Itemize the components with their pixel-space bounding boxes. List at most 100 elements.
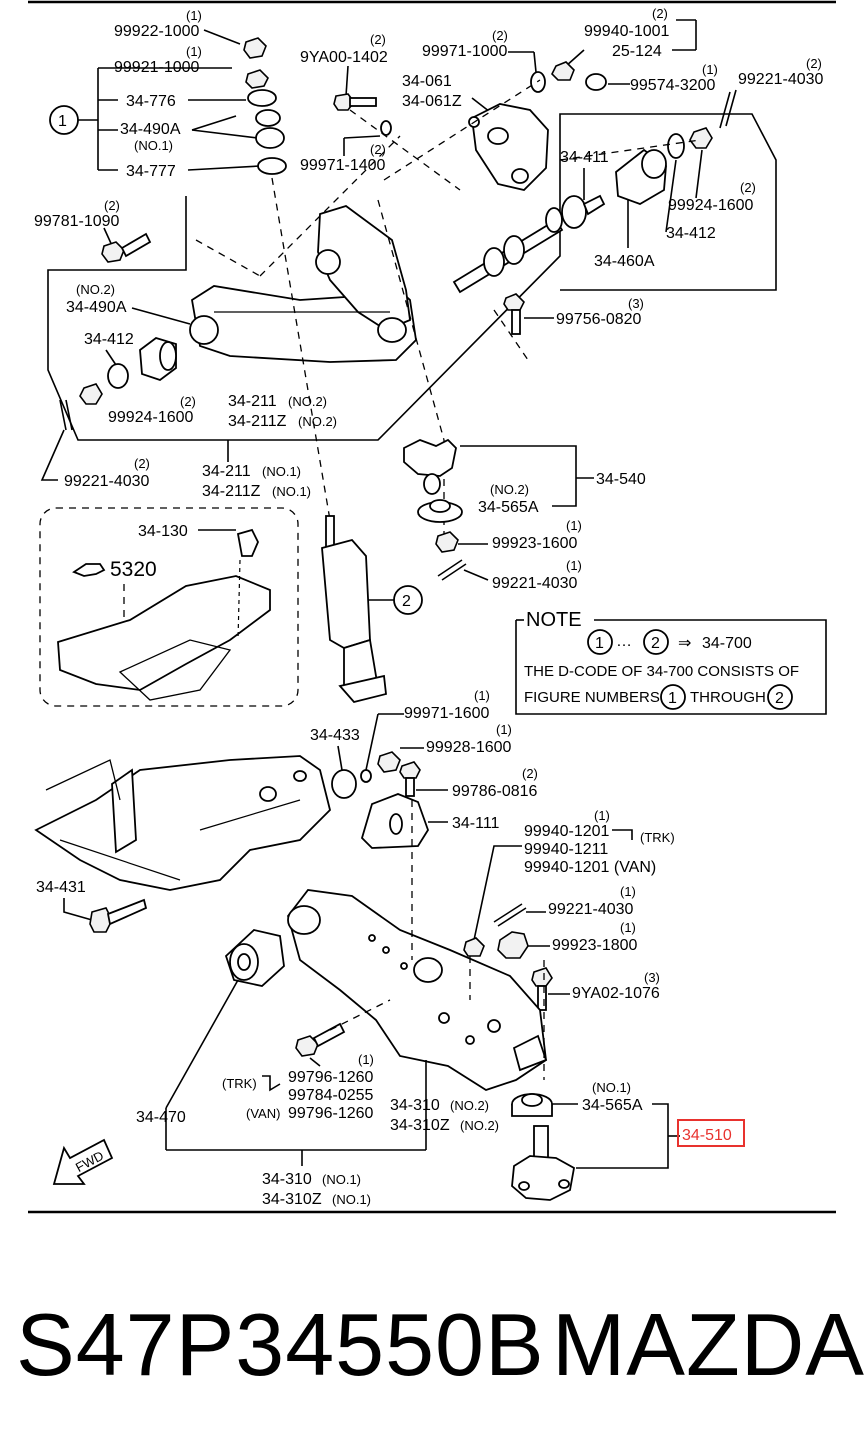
shaft-34-411 [452,194,606,294]
washer-34-433 [331,769,357,799]
part-label-99923-1600: 99923-1600 [492,535,578,552]
qty: (3) [644,970,660,985]
part-label-34-310-no2: 34-310 [390,1097,440,1114]
bolt-34-431 [89,898,148,933]
bushing-34-490A-no2 [139,337,177,382]
shock-absorber-2 [321,515,387,704]
note-trk: (TRK) [222,1076,257,1091]
note-no2: (NO.2) [76,282,115,297]
bushing-34-470 [224,929,285,987]
highlight-box-34-510 [677,1119,745,1147]
part-label-34-565A-lower: 34-565A [582,1097,643,1114]
part-label-99781-1090: 99781-1090 [34,213,120,230]
part-label-34-411: 34-411 [560,149,609,166]
seat-34-565A-lower [511,1093,553,1117]
note-no2: (NO.2) [490,482,529,497]
part-label-99923-1800: 99923-1800 [552,937,638,954]
qty: (2) [806,56,822,71]
part-label-99921-1000: 99921-1000 [114,59,200,76]
note-line-2a: FIGURE NUMBERS [524,689,660,706]
note-circle-1 [587,629,613,655]
nut-99924-r [689,127,713,149]
nut-99928-1600 [377,751,401,773]
bump-stop-34-130 [236,528,259,557]
upper-arm-34-211 [189,205,417,363]
note-no1: (NO.1) [262,464,301,479]
part-number: S47P34550B [16,1295,545,1394]
qty: (1) [620,884,636,899]
bracket-99940 [565,19,697,67]
ball-joint-34-510 [511,1125,576,1201]
note-trk: (TRK) [640,830,675,845]
part-label-34-111: 34-111 [452,815,500,832]
part-label-99784-0255: 99784-0255 [288,1087,374,1104]
guide-lines-upper [195,79,701,540]
part-label-99796-1260-trk: 99796-1260 [288,1069,374,1086]
bushing-34-490A-b [255,127,285,149]
note-circle-2-text: 2 [651,635,660,652]
castle-nut-99923-1800 [497,931,529,959]
part-label-99221-4030-top: 99221-4030 [738,71,824,88]
nut-99940-1201 [463,937,485,957]
qty: (2) [180,394,196,409]
bolt-99796-1260 [295,1022,346,1057]
part-label-99922-1000: 99922-1000 [114,23,200,40]
callout-2-text: 2 [402,593,411,610]
qty: (1) [474,688,490,703]
note-circle-1b-text: 1 [668,690,677,707]
note-no1: (NO.1) [592,1080,631,1095]
part-label-34-211Z-no2: 34-211Z [228,413,287,430]
note-circle-1-text: 1 [595,635,604,652]
note-arrow: ⇒ [678,635,691,652]
part-label-9YA00-1402: 9YA00-1402 [300,49,388,66]
seat-34-565A-upper [417,499,463,523]
qty: (1) [186,44,202,59]
part-label-99971-1000: 99971-1000 [422,43,508,60]
note-van: (VAN) [246,1106,280,1121]
group-1-bracket [78,29,261,171]
note-circle-2 [643,629,669,655]
qty: (2) [522,766,538,781]
bolt-99786-0816 [399,761,421,797]
bushing-34-460A [615,148,667,205]
upper-arm-outline [47,113,777,441]
part-label-99971-1600: 99971-1600 [404,705,490,722]
part-label-99221-4030-m: 99221-4030 [492,575,578,592]
qty: (1) [358,1052,374,1067]
note-ellipsis: … [616,633,632,650]
qty: (2) [134,456,150,471]
part-label-99928-1600: 99928-1600 [426,739,512,756]
bushing-34-490A-a [255,109,281,127]
part-label-99924-1600-l: 99924-1600 [108,409,194,426]
note-circle-2b-text: 2 [775,690,784,707]
part-label-99924-1600-r: 99924-1600 [668,197,754,214]
part-label-34-510-highlighted[interactable]: 34-510 [682,1127,732,1144]
note-circle-1b [660,684,686,710]
note-line-2b: THROUGH [690,689,766,706]
qty: (1) [702,62,718,77]
callout-circle-1 [49,105,79,135]
frame-inset-drawing [57,559,271,701]
washer-34-776 [247,89,277,107]
nut-99921 [245,69,269,89]
footer: S47P34550B MAZDA [0,1290,864,1400]
note-line-1: THE D-CODE OF 34-700 CONSISTS OF [524,663,799,680]
note-no2: (NO.2) [460,1118,499,1133]
qty: (2) [652,6,668,21]
part-label-99756-0820: 99756-0820 [556,311,642,328]
qty: (1) [620,920,636,935]
qty: (1) [594,808,610,823]
washer-34-412-r [667,133,685,159]
part-label-34-412-r: 34-412 [666,225,716,242]
qty: (1) [566,518,582,533]
part-label-34-490A-no2: 34-490A [66,299,127,316]
part-label-34-211Z-no1: 34-211Z [202,483,261,500]
rebound-stop-34-111 [360,793,429,849]
note-no2: (NO.2) [298,414,337,429]
part-label-99940-1211: 99940-1211 [524,841,608,858]
bolt-99756-0820 [503,293,525,335]
part-label-34-470: 34-470 [136,1109,186,1126]
part-label-99971-1400: 99971-1400 [300,157,386,174]
parts-diagram: 1 (1) 99922-1000 (1) 99921-1000 34-776 3… [28,0,836,1214]
part-label-34-776: 34-776 [126,93,176,110]
